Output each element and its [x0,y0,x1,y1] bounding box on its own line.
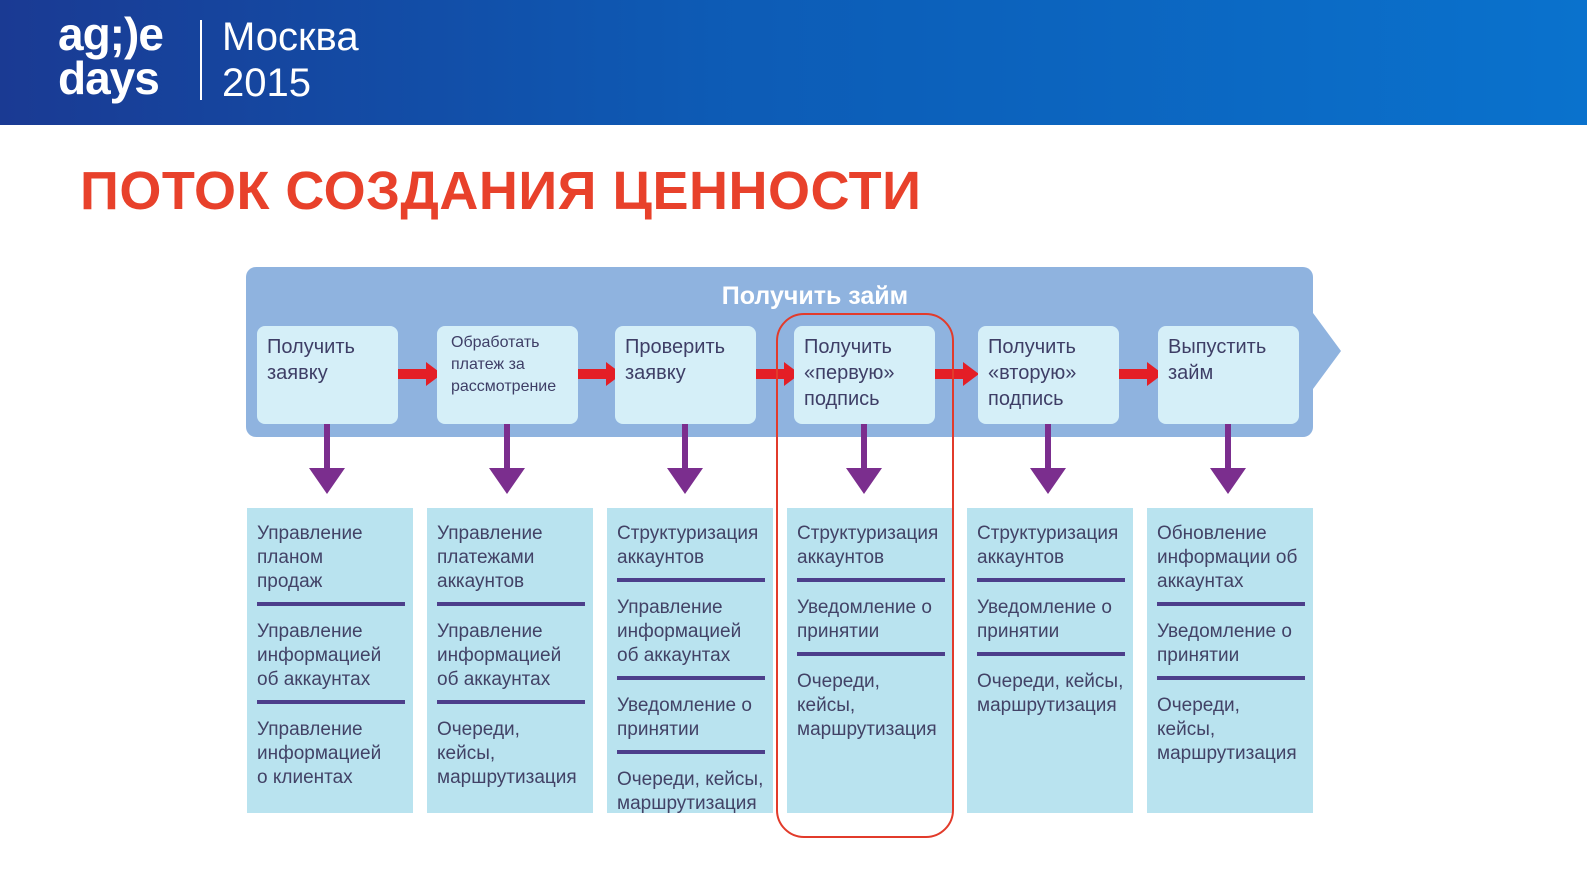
down-arrow-icon [1030,424,1066,494]
highlight-frame [776,313,954,838]
capability-separator [977,578,1125,582]
process-step: Обработать платеж за рассмотрение [437,326,578,424]
capability-item: Уведомление о принятии [797,597,932,642]
capability-separator [797,578,945,582]
step-label-line: подпись [804,388,880,410]
capability-item: Очереди, кейсы, маршрутизация [437,719,577,788]
capability-item: Очереди, кейсы, маршрутизация [977,671,1124,716]
step-label-line: Получить [988,336,1076,358]
capability-item: Управление информацией об аккаунтах [257,621,382,690]
down-arrow-icon [309,424,345,494]
agile-days-logo: ag;)e days [58,8,164,104]
down-arrow-icon [846,424,882,494]
capability-item: Управление информацией об аккаунтах [617,597,742,666]
capability-separator [977,652,1125,656]
capability-item: Управление информацией об аккаунтах [437,621,562,690]
capability-separator [617,578,765,582]
capability-item: Обновление информации об аккаунтах [1157,523,1298,592]
process-step: Выпустить займ [1158,326,1299,424]
logo-line-1: ag;)e [58,8,164,60]
capability-separator [257,602,405,606]
capability-separator [1157,676,1305,680]
capability-separator [617,750,765,754]
capability-item: Управление планом продаж [257,523,363,592]
header-banner: ag;)e days Москва 2015 [0,0,1587,125]
process-step: Получить заявку [257,326,398,424]
process-band-arrow-tip [1313,313,1341,389]
down-arrow-icon [489,424,525,494]
event-city: Москва [222,15,359,59]
capability-item: Управление платежами аккаунтов [437,523,543,592]
capability-separator [257,700,405,704]
logo-divider [200,20,202,100]
process-step: Получить «первую» подпись [794,326,935,424]
step-label-line: Получить [267,336,355,358]
step-label-line: Выпустить [1168,336,1267,358]
capability-item: Структуризация аккаунтов [797,523,939,568]
capability-separator [437,602,585,606]
capability-item: Уведомление о принятии [1157,621,1292,666]
down-arrow-icon [667,424,703,494]
step-label-line: заявку [267,362,328,384]
flow-arrow-icon [935,362,979,386]
slide-title: ПОТОК СОЗДАНИЯ ЦЕННОСТИ [80,161,922,221]
flow-arrow-icon [578,362,622,386]
event-year: 2015 [222,61,311,105]
capability-separator [437,700,585,704]
flow-arrow-icon [398,362,442,386]
capability-item: Управление информацией о клиентах [257,719,382,788]
step-label-line: рассмотрение [451,378,557,395]
capability-item: Структуризация аккаунтов [617,523,759,568]
capability-item: Структуризация аккаунтов [977,523,1119,568]
capability-item: Очереди, кейсы, маршрутизация [797,671,937,740]
logo-line-2: days [58,52,160,104]
capability-item: Уведомление о принятии [617,695,752,740]
process-title: Получить займ [721,282,909,310]
capability-separator [797,652,945,656]
capability-item: Очереди, кейсы, маршрутизация [617,769,764,814]
capability-item: Очереди, кейсы, маршрутизация [1157,695,1297,764]
step-label-line: заявку [625,362,686,384]
capability-item: Уведомление о принятии [977,597,1112,642]
down-arrow-icon [1210,424,1246,494]
flow-arrow-icon [756,362,800,386]
step-label-line: платеж за [451,356,525,373]
capability-separator [617,676,765,680]
step-label-line: подпись [988,388,1064,410]
step-label-line: «первую» [804,362,895,384]
event-location: Москва 2015 [222,14,359,106]
process-step: Проверить заявку [615,326,756,424]
process-band [246,267,1313,437]
step-label-line: займ [1168,362,1214,384]
flow-arrow-icon [1119,362,1163,386]
step-label-line: Проверить [625,336,726,358]
process-step: Получить «вторую» подпись [978,326,1119,424]
capability-separator [1157,602,1305,606]
step-label-line: Получить [804,336,892,358]
step-label-line: «вторую» [988,362,1077,384]
step-label-line: Обработать [451,334,540,351]
